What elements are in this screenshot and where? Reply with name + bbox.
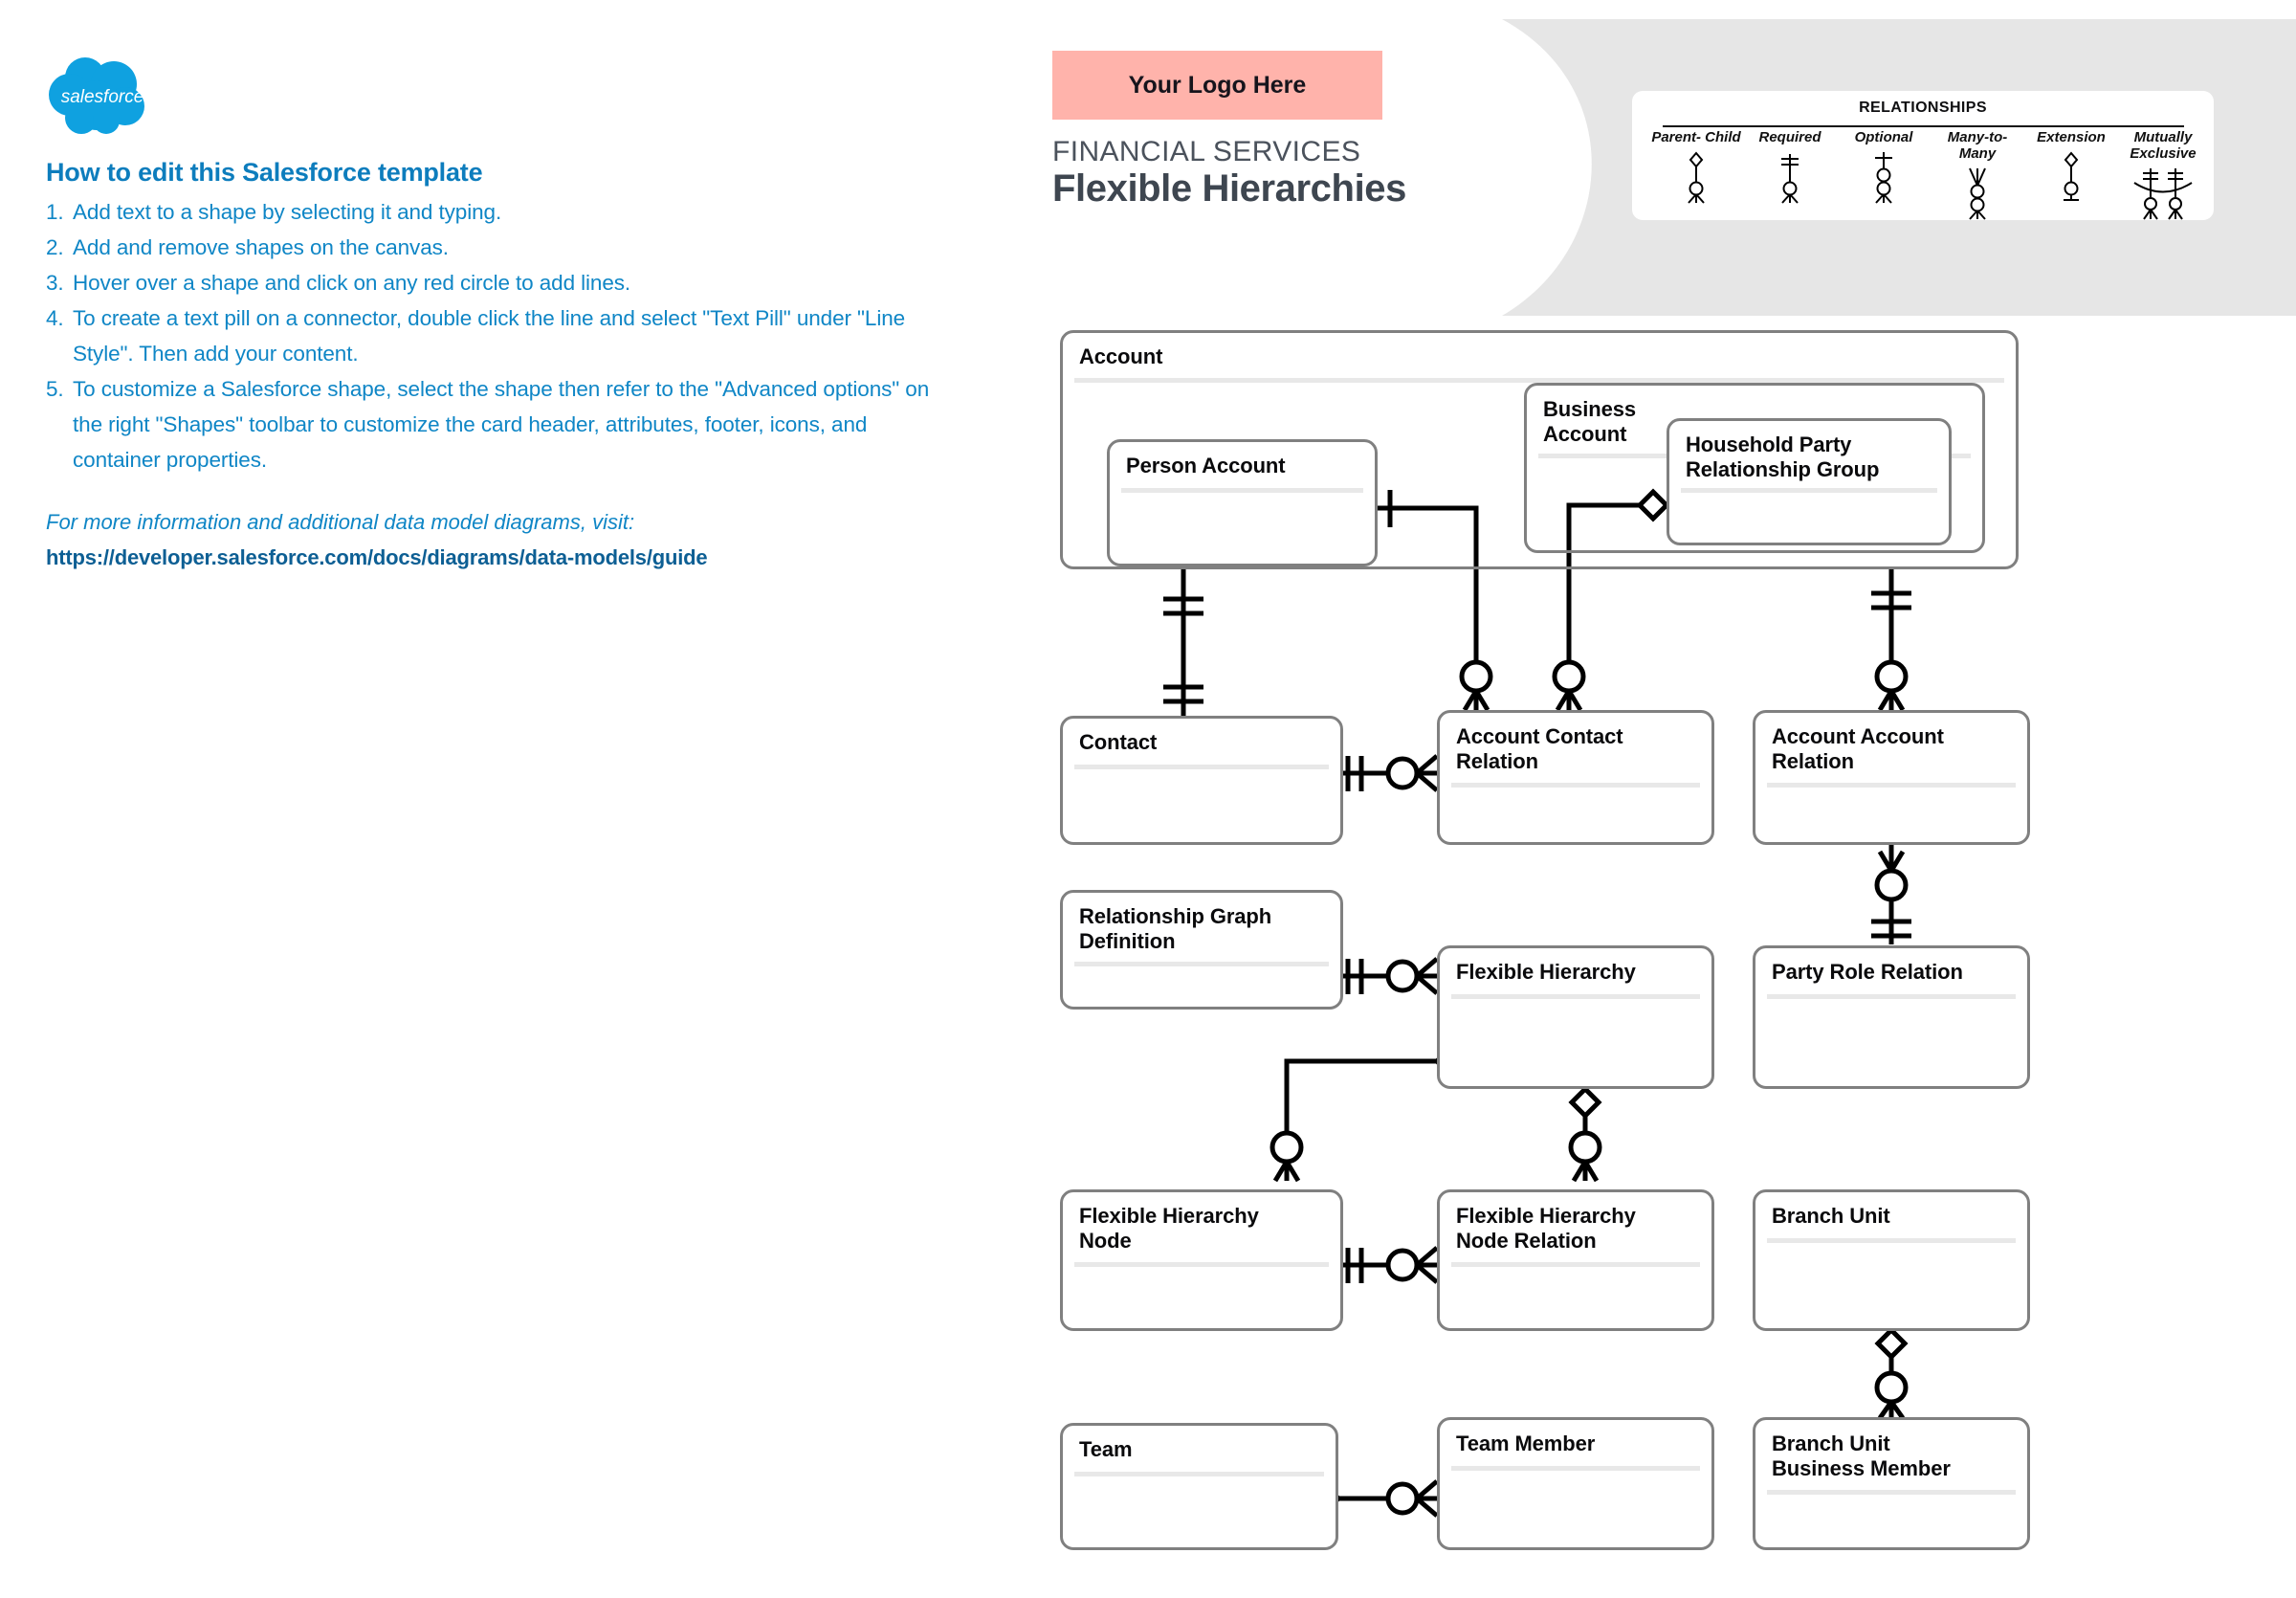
edge-fh-fhn xyxy=(1284,1058,1437,1134)
legend-item-extension: Extension xyxy=(2023,129,2119,208)
instruction-list: 1. Add text to a shape by selecting it a… xyxy=(46,194,936,477)
salesforce-logo-icon: salesforce xyxy=(43,53,163,137)
optional-icon xyxy=(1836,148,1932,208)
node-divider xyxy=(1074,1472,1324,1476)
node-divider xyxy=(1767,1238,2016,1243)
node-household-party-relationship-group[interactable]: Household Party Relationship Group xyxy=(1667,418,1952,545)
list-item: 2. Add and remove shapes on the canvas. xyxy=(46,230,936,265)
node-title: Flexible Hierarchy Node xyxy=(1079,1204,1259,1253)
node-branch-unit[interactable]: Branch Unit xyxy=(1753,1189,2030,1331)
list-item-number: 3. xyxy=(46,271,64,295)
node-team[interactable]: Team xyxy=(1060,1423,1338,1550)
extension-icon xyxy=(2023,148,2119,208)
node-title: Account Account Relation xyxy=(1772,724,1944,773)
node-contact[interactable]: Contact xyxy=(1060,716,1343,845)
node-divider xyxy=(1451,994,1700,999)
node-title: Branch Unit xyxy=(1772,1204,1890,1228)
legend-divider xyxy=(1663,125,2184,127)
list-item-number: 2. xyxy=(46,235,64,259)
node-account[interactable]: Account xyxy=(1060,330,2019,569)
more-info-text: For more information and additional data… xyxy=(46,510,635,534)
node-person-account[interactable]: Person Account xyxy=(1107,439,1378,566)
node-divider xyxy=(1121,488,1363,493)
node-party-role-relation[interactable]: Party Role Relation xyxy=(1753,945,2030,1089)
legend-item-optional: Optional xyxy=(1836,129,1932,208)
legend-label: Optional xyxy=(1854,129,1913,145)
list-item: 4. To create a text pill on a connector,… xyxy=(46,300,936,371)
list-item-text: Add and remove shapes on the canvas. xyxy=(73,235,449,259)
list-item-text: To create a text pill on a connector, do… xyxy=(73,306,906,366)
legend-item-many-to-many: Many-to- Many xyxy=(1930,129,2025,224)
relationships-legend: RELATIONSHIPS Parent- Child Required xyxy=(1632,91,2214,220)
list-item: 1. Add text to a shape by selecting it a… xyxy=(46,194,936,230)
node-flexible-hierarchy-node-relation[interactable]: Flexible Hierarchy Node Relation xyxy=(1437,1189,1714,1331)
node-title: Account xyxy=(1079,344,1163,368)
node-divider xyxy=(1451,1262,1700,1267)
logo-placeholder-label: Your Logo Here xyxy=(1128,71,1307,99)
node-title: Team xyxy=(1079,1437,1133,1461)
list-item-number: 1. xyxy=(46,200,64,224)
salesforce-wordmark: salesforce xyxy=(61,87,144,107)
document-kicker: FINANCIAL SERVICES xyxy=(1052,136,1361,167)
node-title: Business Account xyxy=(1543,397,1637,446)
node-title: Relationship Graph Definition xyxy=(1079,904,1272,953)
docs-link[interactable]: https://developer.salesforce.com/docs/di… xyxy=(46,545,708,569)
node-divider xyxy=(1074,962,1329,966)
node-title: Branch Unit Business Member xyxy=(1772,1432,1951,1480)
legend-label: Mutually Exclusive xyxy=(2130,129,2197,162)
node-title: Team Member xyxy=(1456,1432,1596,1455)
legend-title: RELATIONSHIPS xyxy=(1859,100,1987,116)
legend-label: Many-to- Many xyxy=(1947,129,2008,162)
node-flexible-hierarchy-node[interactable]: Flexible Hierarchy Node xyxy=(1060,1189,1343,1331)
parent-child-icon xyxy=(1648,148,1744,208)
node-divider xyxy=(1074,378,2004,383)
list-item-number: 4. xyxy=(46,306,64,330)
node-account-account-relation[interactable]: Account Account Relation xyxy=(1753,710,2030,845)
many-to-many-icon xyxy=(1930,165,2025,224)
list-item-text: Hover over a shape and click on any red … xyxy=(73,271,631,295)
list-item-number: 5. xyxy=(46,377,64,401)
node-divider xyxy=(1074,765,1329,769)
list-item-text: Add text to a shape by selecting it and … xyxy=(73,200,502,224)
node-team-member[interactable]: Team Member xyxy=(1437,1417,1714,1550)
node-title: Party Role Relation xyxy=(1772,960,1963,984)
list-item: 5. To customize a Salesforce shape, sele… xyxy=(46,371,936,477)
legend-item-required: Required xyxy=(1742,129,1838,208)
legend-item-parent-child: Parent- Child xyxy=(1648,129,1744,208)
node-divider xyxy=(1681,488,1937,493)
logo-placeholder[interactable]: Your Logo Here xyxy=(1052,51,1382,120)
legend-label: Extension xyxy=(2037,129,2106,145)
node-account-contact-relation[interactable]: Account Contact Relation xyxy=(1437,710,1714,845)
node-relationship-graph-definition[interactable]: Relationship Graph Definition xyxy=(1060,890,1343,1010)
node-flexible-hierarchy[interactable]: Flexible Hierarchy xyxy=(1437,945,1714,1089)
node-divider xyxy=(1767,994,2016,999)
list-item-text: To customize a Salesforce shape, select … xyxy=(73,377,930,472)
node-divider xyxy=(1767,1490,2016,1495)
document-title: Flexible Hierarchies xyxy=(1052,167,1406,210)
node-title: Household Party Relationship Group xyxy=(1686,433,1880,481)
node-title: Flexible Hierarchy xyxy=(1456,960,1636,984)
node-divider xyxy=(1451,783,1700,788)
list-item: 3. Hover over a shape and click on any r… xyxy=(46,265,936,300)
node-branch-unit-business-member[interactable]: Branch Unit Business Member xyxy=(1753,1417,2030,1550)
required-icon xyxy=(1742,148,1838,208)
legend-item-mutually-exclusive: Mutually Exclusive xyxy=(2115,129,2211,224)
page-title: How to edit this Salesforce template xyxy=(46,158,483,187)
instructions-panel: salesforce How to edit this Salesforce t… xyxy=(0,0,1014,1598)
legend-label: Required xyxy=(1758,129,1821,145)
mutually-exclusive-icon xyxy=(2115,165,2211,224)
node-divider xyxy=(1767,783,2016,788)
node-divider xyxy=(1451,1466,1700,1471)
legend-label: Parent- Child xyxy=(1651,129,1741,145)
node-title: Contact xyxy=(1079,730,1158,754)
node-title: Account Contact Relation xyxy=(1456,724,1623,773)
node-divider xyxy=(1074,1262,1329,1267)
node-title: Flexible Hierarchy Node Relation xyxy=(1456,1204,1636,1253)
node-title: Person Account xyxy=(1126,454,1286,477)
